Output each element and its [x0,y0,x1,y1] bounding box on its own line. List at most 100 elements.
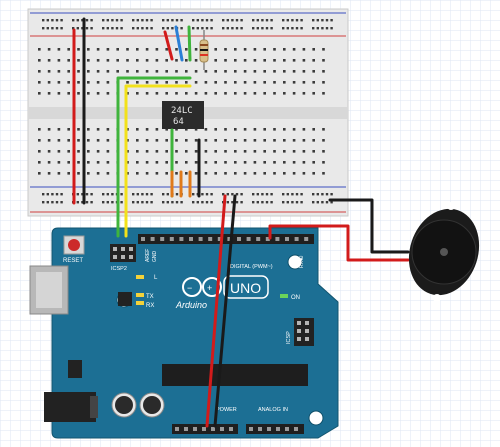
terminal-hole [106,59,110,62]
terminal-hole [136,161,139,164]
terminal-hole [214,139,217,142]
resistor [199,30,209,70]
rail-hole [60,201,63,204]
icsp-label: ICSP [286,331,292,344]
rail-hole [252,27,255,30]
rail-hole [321,19,324,22]
terminal-hole [57,59,61,62]
rail-hole [42,201,45,204]
reset-button-cap[interactable] [68,239,80,251]
header-pin [275,237,280,241]
rail-hole [325,201,329,204]
terminal-hole [302,59,306,62]
terminal-hole [87,161,90,164]
terminal-hole [214,161,217,164]
terminal-hole [224,81,227,84]
terminal-hole [214,70,217,73]
terminal-hole [273,81,276,84]
terminal-hole [87,139,90,142]
terminal-hole [145,92,149,95]
power-jack [44,392,96,422]
rail-hole [282,201,285,204]
rail-hole [55,201,59,204]
rail-hole [90,27,93,30]
terminal-hole [253,92,257,95]
rail-hole [295,27,299,30]
aref-label: AREF [145,249,151,262]
terminal-hole [204,92,208,95]
rail-hole [90,201,93,204]
terminal-hole [214,128,217,131]
icsp-pin [297,337,301,341]
rail-hole [325,19,329,22]
terminal-hole [273,92,276,95]
terminal-hole [292,139,296,142]
rail-hole [300,201,303,204]
usb-chip [118,292,132,306]
terminal-hole [145,59,149,62]
terminal-hole [165,70,168,73]
rail-hole [150,19,153,22]
terminal-hole [292,81,296,84]
rail-hole [210,201,213,204]
terminal-hole [87,92,90,95]
terminal-hole [126,81,129,84]
terminal-hole [106,172,110,175]
terminal-hole [145,139,149,142]
terminal-hole [312,59,315,62]
terminal-hole [106,128,110,131]
terminal-hole [47,92,51,95]
terminal-hole [273,128,276,131]
rail-hole [150,193,153,196]
rail-hole [51,27,54,30]
rail-hole [330,27,333,30]
terminal-hole [185,70,188,73]
eeprom-chip: 24LC 64 [162,101,204,129]
terminal-hole [194,172,198,175]
rail-hole [46,193,49,196]
rail-hole [330,201,333,204]
rail-hole [132,27,135,30]
terminal-hole [96,161,100,164]
rail-hole [282,19,285,22]
terminal-hole [263,161,266,164]
rail-hole [330,19,333,22]
terminal-hole [106,139,110,142]
terminal-hole [96,59,100,62]
bottom-header-pins [175,427,298,431]
terminal-hole [67,92,70,95]
rail-hole [256,193,259,196]
rail-hole [201,193,204,196]
rail-hole [201,201,204,204]
rail-hole [55,19,59,22]
logo-loop-left [182,277,202,297]
logo-minus: − [187,283,192,293]
terminal-hole [322,70,325,73]
terminal-hole [87,70,90,73]
terminal-hole [302,161,306,164]
rail-hole [196,19,199,22]
arduino-uno-board: RESET ICSP2 L TX RX − + UNO Arduino ON I… [29,227,339,439]
rail-hole [81,201,84,204]
terminal-hole [322,161,325,164]
analog-header [246,424,304,434]
rail-hole [145,19,149,22]
terminal-hole [136,48,139,51]
terminal-hole [253,139,257,142]
rail-hole [171,27,174,30]
terminal-hole [214,81,217,84]
terminal-hole [194,92,198,95]
terminal-hole [106,92,110,95]
terminal-hole [224,161,227,164]
buzzer-mount-hole [447,202,455,210]
rail-hole [106,201,109,204]
icsp-pin [297,321,301,325]
l-led-label: L [154,275,158,281]
terminal-hole [67,172,70,175]
terminal-hole [175,48,178,51]
voltage-regulator [68,360,82,378]
terminal-hole [253,150,257,153]
rail-hole [265,201,269,204]
rail-hole [60,193,63,196]
rail-hole [316,19,319,22]
